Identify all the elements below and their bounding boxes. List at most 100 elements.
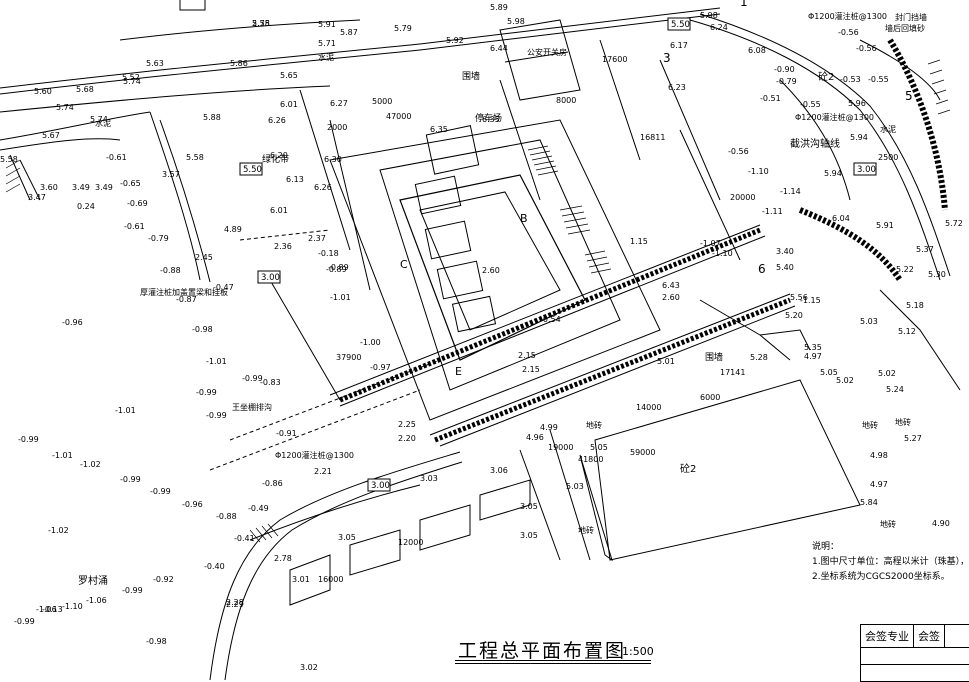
box-elev: 3.00 xyxy=(857,165,876,175)
feature-label: 厚灌注桩加盖置梁和挂板 xyxy=(140,287,228,297)
elevation-label: -0.99 xyxy=(242,374,263,383)
box-elev: 3.00 xyxy=(371,481,390,491)
elevation-label: 5.03 xyxy=(860,317,878,326)
place-name: 罗村涌 xyxy=(78,574,108,587)
note-item: 2.坐标系统为CGCS2000坐标系。 xyxy=(812,572,950,582)
elevation-label: 5.35 xyxy=(804,343,822,352)
elevation-label: 5.74 xyxy=(56,103,74,112)
elevation-label: 5.20 xyxy=(785,311,803,320)
section-number: 3 xyxy=(663,51,671,65)
feature-label: 围墙 xyxy=(705,351,723,363)
elevation-label: 3.40 xyxy=(776,247,794,256)
elevation-label: -1.06 xyxy=(86,596,107,605)
elevation-label: 6.20 xyxy=(270,151,288,160)
elevation-label: 6.35 xyxy=(482,115,500,124)
elevation-label: 6.01 xyxy=(270,206,288,215)
elevation-label: 5.96 xyxy=(848,99,866,108)
elevation-label: 5.28 xyxy=(750,353,768,362)
elevation-label: 3.03 xyxy=(420,474,438,483)
elevation-label: 5.98 xyxy=(507,17,525,26)
sign-table-col: 会签 xyxy=(914,625,945,647)
elevation-label: 6.13 xyxy=(286,175,304,184)
elevation-label: 6.26 xyxy=(268,116,286,125)
dimension: 12000 xyxy=(398,538,423,547)
elevation-label: 2.37 xyxy=(308,234,326,243)
elevation-label: 2.45 xyxy=(195,253,213,262)
feature-label: 王坐棚排沟 xyxy=(232,402,272,412)
elevation-label: 6.24 xyxy=(710,23,728,32)
elevation-label: -0.56 xyxy=(838,28,859,37)
elevation-label: -0.40 xyxy=(204,562,225,571)
section-number: 5 xyxy=(905,89,913,103)
elevation-label: -0.61 xyxy=(106,153,127,162)
elevation-label: 3.05 xyxy=(520,502,538,511)
elevation-label: -0.98 xyxy=(192,325,213,334)
note-item: 1.图中尺寸单位：高程以米计（珠基），其余 xyxy=(812,557,969,567)
elevation-label: 1.15 xyxy=(630,237,648,246)
elevation-label: 6.30 xyxy=(324,155,342,164)
elevation-label: -0.99 xyxy=(196,388,217,397)
feature-label: Φ1200灌注桩@1300 xyxy=(795,112,874,122)
elevation-label: -0.49 xyxy=(248,504,269,513)
feature-label: 公安开关房 xyxy=(527,47,567,57)
elevation-label: 3.05 xyxy=(338,533,356,542)
dimension: 16000 xyxy=(318,575,343,584)
box-elev: 5.50 xyxy=(243,165,262,175)
elevation-label: -1.02 xyxy=(80,460,101,469)
section-number: 6 xyxy=(758,262,766,276)
elevation-label: 3.49 xyxy=(95,183,113,192)
elevation-label: 5.91 xyxy=(318,20,336,29)
dimension: 59000 xyxy=(630,448,655,457)
feature-label: 绿化带 xyxy=(262,153,289,165)
elevation-label: 6.23 xyxy=(668,83,686,92)
elevation-label: 5.98 xyxy=(700,11,718,20)
elevation-label: -0.99 xyxy=(18,435,39,444)
feature-label: 地砖 xyxy=(895,417,911,427)
elevation-label: -1.06 xyxy=(36,605,57,614)
dimension: 17141 xyxy=(720,368,745,377)
notes-title: 说明： xyxy=(812,542,840,552)
elevation-label: -0.97 xyxy=(370,363,391,372)
notes-block: 说明： 1.图中尺寸单位：高程以米计（珠基），其余 2.坐标系统为CGCS200… xyxy=(812,540,969,585)
elevation-label: -0.89 xyxy=(328,263,349,272)
elevation-label: 2.15 xyxy=(518,351,536,360)
dimension: 41800 xyxy=(578,455,603,464)
elevation-label: 5.27 xyxy=(904,434,922,443)
elevation-label: -0.13 xyxy=(42,605,63,614)
drawing-title: 工程总平面布置图 xyxy=(458,640,627,662)
elevation-label: -1.00 xyxy=(360,338,381,347)
elevation-label: -0.98 xyxy=(146,637,167,646)
feature-label: 水泥 xyxy=(318,52,334,62)
elevation-label: -0.99 xyxy=(120,475,141,484)
elevation-label: -1.10 xyxy=(748,167,769,176)
elevation-label: 3.47 xyxy=(28,193,46,202)
elevation-label: -0.79 xyxy=(148,234,169,243)
elevation-label: 5.91 xyxy=(876,221,894,230)
elevation-label: 5.12 xyxy=(898,327,916,336)
elevation-label: 2.29 xyxy=(226,600,244,609)
elevation-label: 5.52 xyxy=(122,73,140,82)
elevation-label: -0.53 xyxy=(840,75,861,84)
elevation-label: -0.99 xyxy=(206,411,227,420)
elevation-label: -0.54 xyxy=(540,315,561,324)
block-label: E xyxy=(455,365,462,378)
feature-label: 停车场 xyxy=(475,112,502,124)
feature-label: 地砖 xyxy=(862,420,878,430)
elevation-label: 5.58 xyxy=(0,155,18,164)
elevation-label: 5.74 xyxy=(90,115,108,124)
elevation-label: -0.61 xyxy=(124,222,145,231)
dimension: 6000 xyxy=(700,393,720,402)
elevation-label: 5.01 xyxy=(657,357,675,366)
feature-label: 封门挡墙 xyxy=(895,12,927,22)
elevation-label: -0.99 xyxy=(122,586,143,595)
elevation-label: 5.18 xyxy=(906,301,924,310)
feature-label: 地砖 xyxy=(880,519,896,529)
feature-label: 砼2 xyxy=(818,70,834,83)
dimension: 2000 xyxy=(327,123,347,132)
sign-table-row xyxy=(861,648,969,665)
sign-table-col: 会签专业 xyxy=(861,625,914,647)
feature-label: 砼2 xyxy=(680,462,696,475)
elevation-label: -0.79 xyxy=(776,77,797,86)
